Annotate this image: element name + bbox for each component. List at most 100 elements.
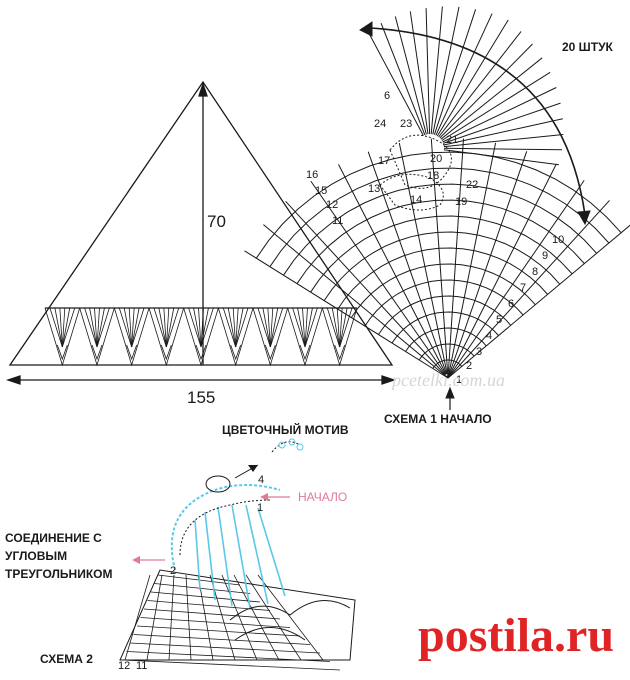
fan-ray [200,307,214,348]
fan-ray [96,307,110,348]
motif-ray [217,506,233,607]
grid-line [245,574,302,661]
row-label: 17 [378,155,391,167]
fan-ray [96,307,100,348]
fan-ray [443,134,564,148]
start-label: НАЧАЛО [298,490,348,504]
fan-ray [131,307,140,348]
grid-line [168,574,175,661]
fan-ray [165,307,170,348]
fan-tip [160,344,172,361]
fan-ray [262,307,271,348]
row-label: 10 [552,234,565,246]
connection-label-line1: СОЕДИНЕНИЕ С [5,531,102,545]
fan-tip [91,344,103,361]
connection-label-line3: ТРЕУГОЛЬНИКОМ [5,567,113,581]
connection-label-line2: УГЛОВЫМ [5,549,68,563]
grid-line [146,574,163,661]
grid-spoke [447,180,585,379]
row-label: 6 [384,90,391,102]
schema2-drawing [119,438,356,671]
row-label: 9 [542,250,549,262]
row-label: 7 [520,282,527,294]
row-label: 11 [332,215,344,227]
border-fans [44,307,358,367]
row-label: 5 [496,314,503,326]
fan-outline [321,307,358,367]
row-label: 21 [446,134,459,146]
fan-ray [304,307,308,348]
fan-ray [425,8,431,135]
fan-ray [118,307,133,348]
fan-tip [334,344,346,361]
row-label: 13 [368,183,381,195]
fan-ray [326,307,341,348]
grid-spoke [338,164,449,379]
row-label: 12 [326,199,339,211]
fan-ray [394,16,427,135]
grid-line [124,574,151,661]
motif-title: ЦВЕТОЧНЫЙ МОТИВ [222,423,349,437]
row-label: 15 [315,185,328,197]
schema1-drawing [244,6,630,410]
postila-logo[interactable]: postila.ru [418,609,615,662]
fan-ray [432,6,460,135]
grid-line [185,574,192,661]
fan-ray [435,13,493,136]
fan-outline [113,307,150,367]
fan-ray [235,307,239,348]
fan-ray [49,307,63,348]
grid-line [143,608,281,620]
row-label: 20 [430,153,443,165]
fan-tip [299,344,311,361]
fan-ray [302,307,306,348]
row-label: 14 [410,194,423,206]
fan-outline [44,307,81,367]
grid-line [122,659,341,671]
row-label: 2 [170,565,177,577]
grid-spoke [310,180,449,379]
fan-ray [165,307,180,348]
motif-ray [245,504,269,605]
fan-ray [430,6,443,135]
fan-ray [131,307,135,348]
grid-spoke [447,224,630,379]
fan-ray [380,23,426,136]
row-label: 8 [532,266,539,278]
fan-outline [287,307,323,367]
fan-ray [193,307,202,348]
motif-ray [257,507,286,597]
grid-line [140,617,291,628]
fan-ray [433,9,477,135]
grid-line [136,625,301,637]
grid-spoke [447,138,464,379]
fan-ray [297,307,306,348]
grid-spoke [263,224,449,379]
row-label: 24 [374,118,387,130]
row-label: 6 [508,298,515,310]
fan-ray [443,102,561,144]
fan-ray [131,307,145,348]
fan-outline [217,307,254,367]
fan-ray [269,307,274,348]
fan-ray [409,11,429,135]
schema2-title: СХЕМА 2 [40,652,93,666]
fan-ray [232,307,237,348]
row-label: 4 [486,330,493,342]
grid-line [129,642,321,654]
grid-line [126,651,331,662]
row-label: 1 [257,502,264,514]
fan-tip [264,344,276,361]
fan-ray [89,307,98,348]
fan-ray [269,307,279,348]
motif-ray [231,504,251,609]
grid-spoke [367,151,449,379]
fan-ray [269,307,284,348]
fan-ray [54,307,63,348]
fan-ray [339,307,353,348]
fan-ray [153,307,167,348]
grid-spoke [398,142,449,379]
row-label: 19 [455,196,468,208]
